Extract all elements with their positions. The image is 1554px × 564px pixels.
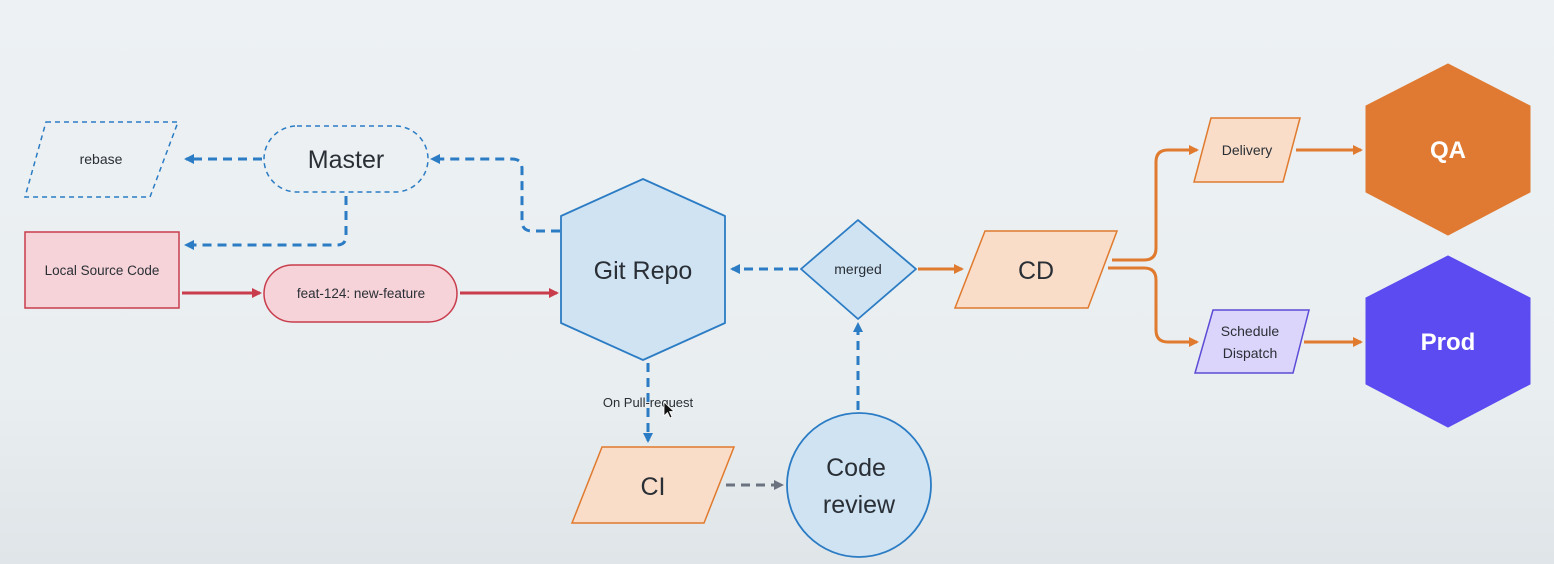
node-merged[interactable]: merged [800, 219, 917, 320]
edge-master-to-local-source [184, 196, 348, 250]
node-delivery[interactable]: Delivery [1193, 117, 1301, 183]
node-git-repo-label: Git Repo [594, 257, 693, 285]
node-schedule-dispatch[interactable]: Schedule Dispatch [1194, 309, 1310, 374]
node-merged-label: merged [834, 261, 881, 277]
node-git-repo[interactable]: Git Repo [560, 178, 726, 361]
node-qa[interactable]: QA [1365, 63, 1531, 236]
mouse-cursor-icon [663, 401, 675, 419]
node-schedule-label-2: Dispatch [1223, 345, 1277, 361]
edge-repo-to-master [430, 154, 560, 233]
node-code-review-label-2: review [823, 491, 896, 519]
node-master-label: Master [308, 146, 384, 174]
node-schedule-label-1: Schedule [1221, 323, 1280, 339]
node-feature-branch[interactable]: feat-124: new-feature [263, 264, 458, 323]
node-local-source-label: Local Source Code [45, 263, 160, 278]
node-cd[interactable]: CD [953, 230, 1119, 309]
node-prod[interactable]: Prod [1365, 255, 1531, 428]
node-feature-branch-label: feat-124: new-feature [297, 286, 425, 301]
node-ci-label: CI [641, 473, 666, 501]
edge-label-pull-request: On Pull-request [603, 395, 694, 410]
node-rebase-label: rebase [80, 151, 123, 167]
node-rebase[interactable]: rebase [24, 121, 180, 198]
node-master[interactable]: Master [263, 125, 429, 193]
node-code-review-label-1: Code [826, 454, 886, 482]
node-local-source-code[interactable]: Local Source Code [24, 231, 180, 309]
node-code-review[interactable]: Code review [786, 412, 932, 558]
node-cd-label: CD [1018, 257, 1054, 285]
node-qa-label: QA [1430, 137, 1466, 164]
edge-cd-to-schedule [1108, 266, 1199, 347]
node-prod-label: Prod [1421, 329, 1476, 356]
node-ci[interactable]: CI [570, 446, 736, 524]
node-delivery-label: Delivery [1222, 142, 1273, 158]
edge-cd-to-delivery [1112, 145, 1199, 262]
